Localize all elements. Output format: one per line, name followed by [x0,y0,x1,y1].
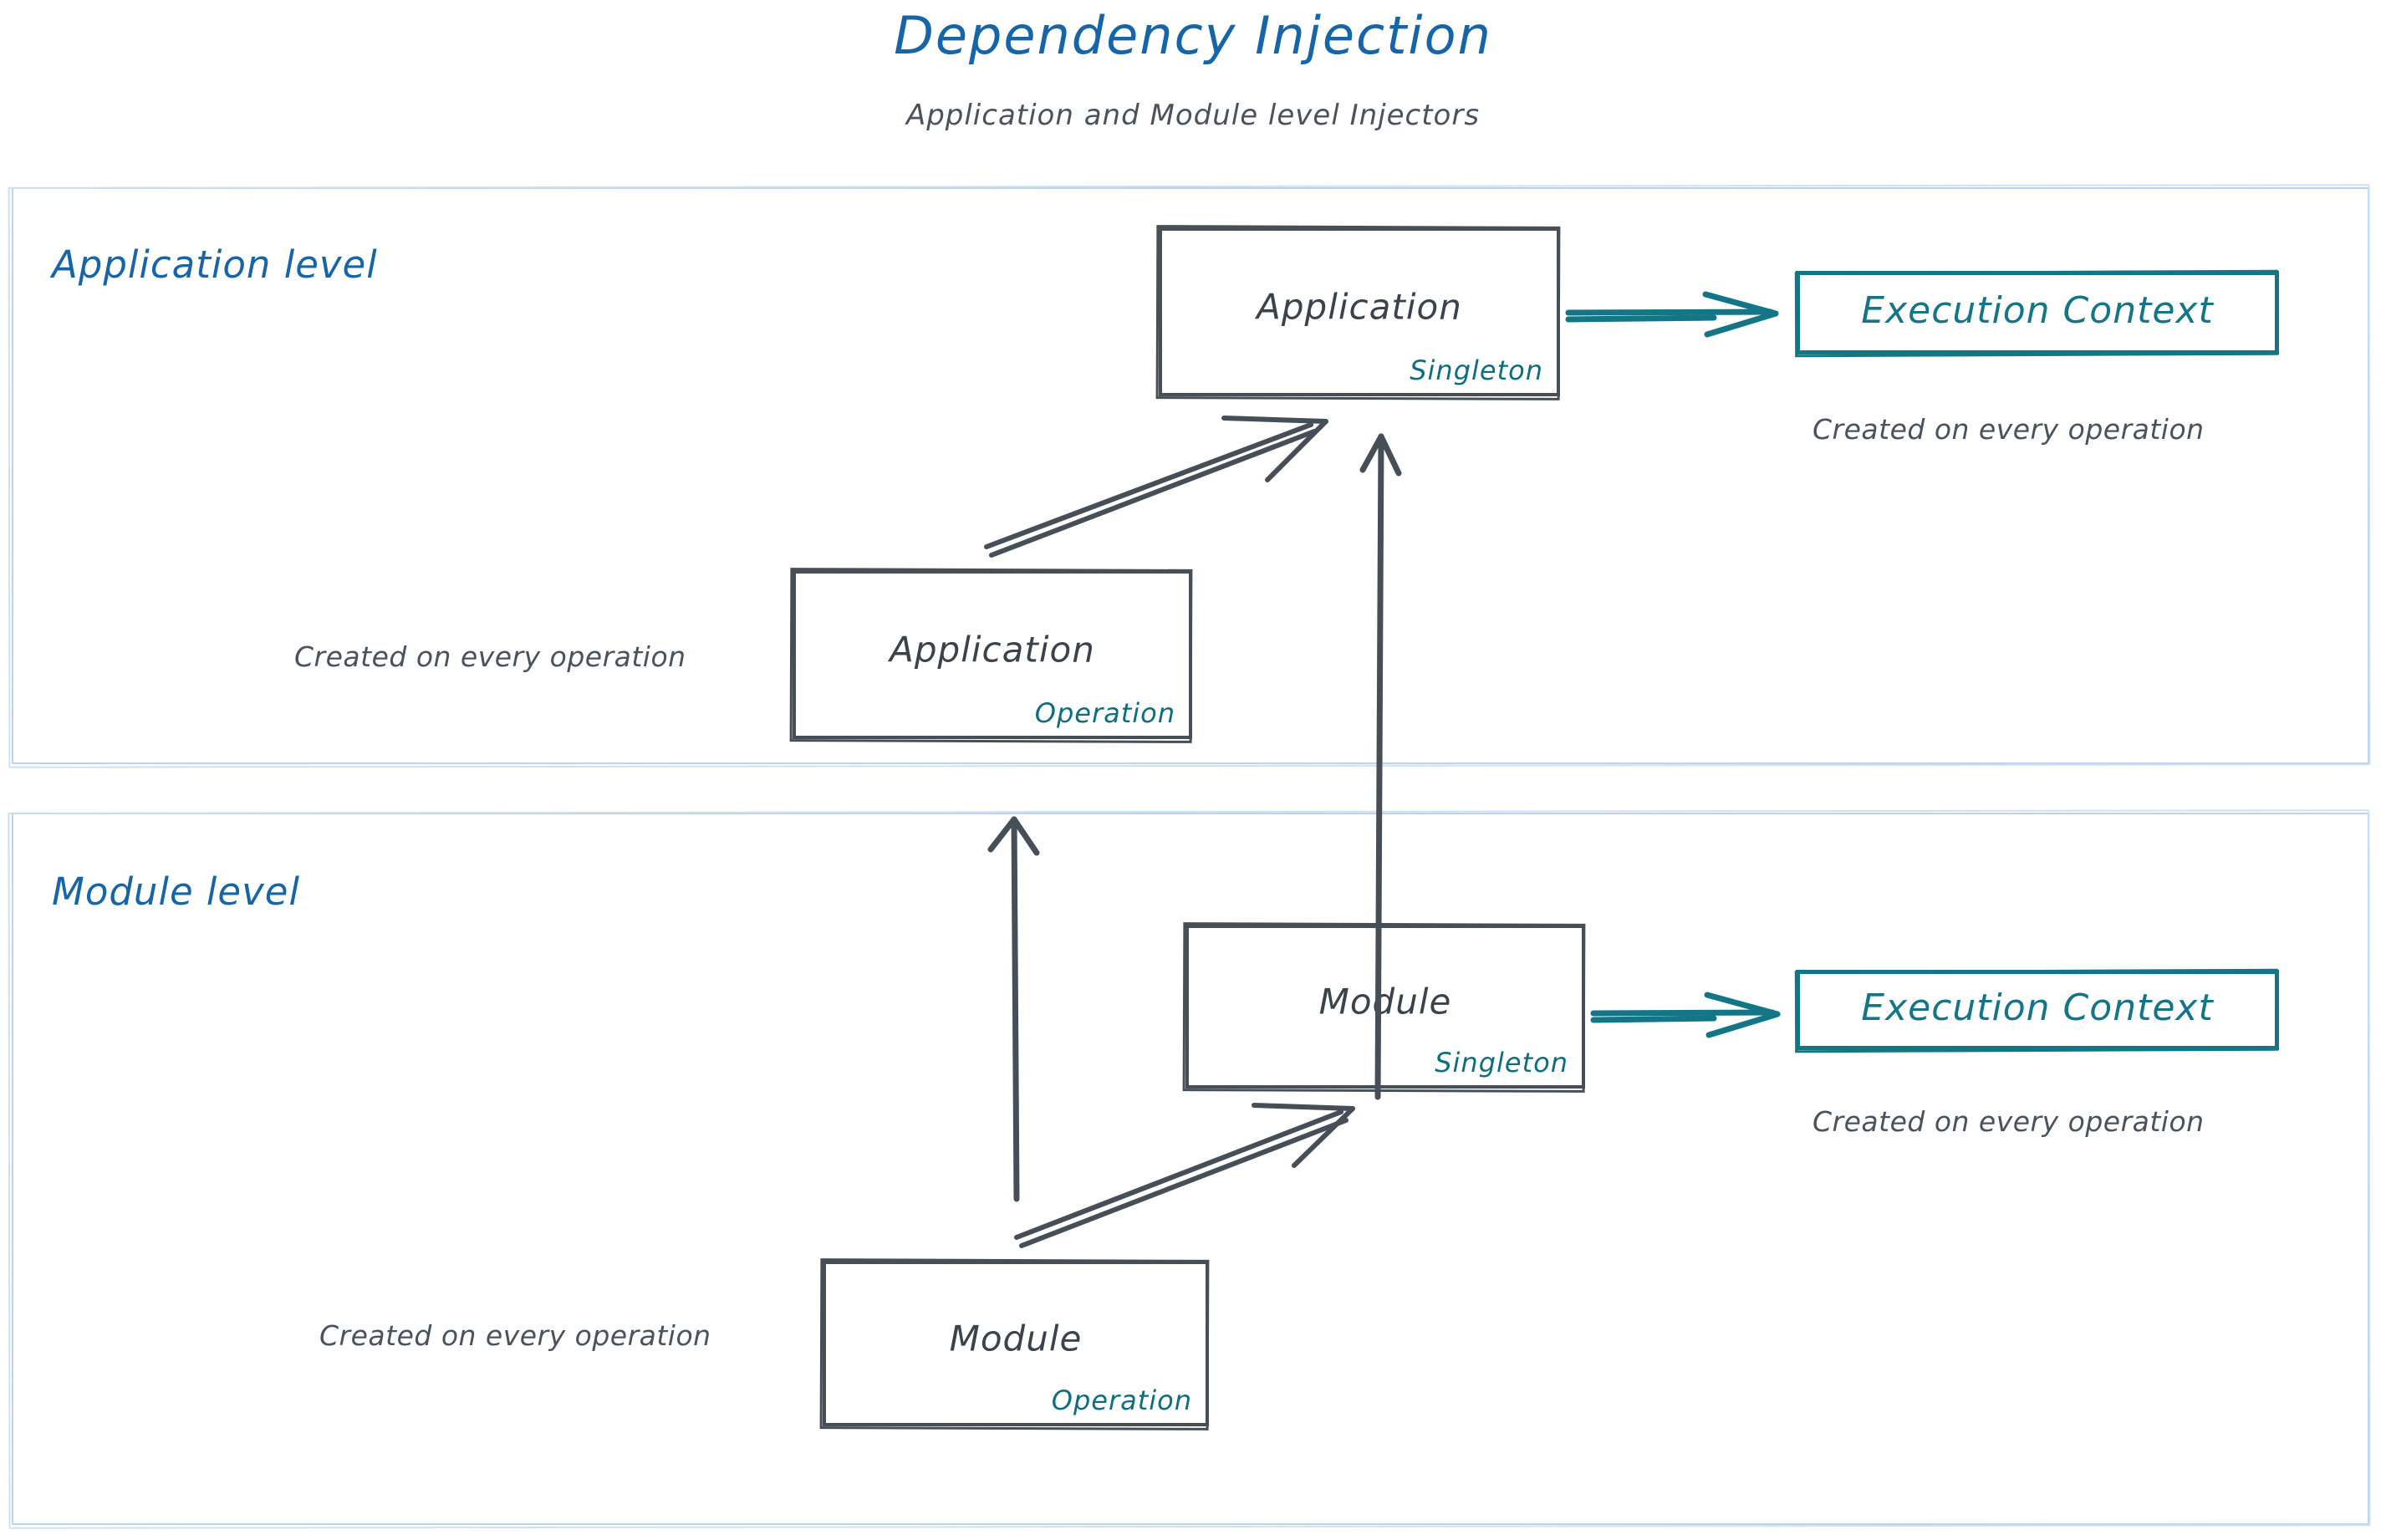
application-execution-context-caption: Created on every operation [1812,413,2205,446]
module-operation-caption: Created on every operation [319,1319,711,1352]
module-operation-scope: Operation [1051,1384,1192,1416]
application-operation-caption: Created on every operation [294,640,686,673]
application-singleton-title: Application [1257,286,1462,328]
module-level-panel [12,813,2369,1525]
page-subtitle: Application and Module level Injectors [905,99,1481,132]
application-execution-context-box[interactable]: Execution Context [1796,271,2279,354]
module-singleton-title: Module [1318,981,1452,1022]
application-singleton-scope: Singleton [1410,354,1543,386]
application-level-panel [12,187,2369,764]
application-operation-title: Application [890,629,1095,671]
module-singleton-scope: Singleton [1435,1047,1568,1079]
module-operation-title: Module [949,1318,1083,1359]
module-execution-context-box[interactable]: Execution Context [1796,970,2279,1050]
page-title: Dependency Injection [894,5,1492,66]
application-singleton-box[interactable]: Application Singleton [1159,227,1560,396]
module-execution-context-label: Execution Context [1861,986,2214,1029]
module-operation-box[interactable]: Module Operation [823,1261,1209,1426]
application-operation-box[interactable]: Application Operation [793,570,1192,739]
module-singleton-box[interactable]: Module Singleton [1185,925,1585,1089]
application-execution-context-label: Execution Context [1861,288,2214,332]
application-level-label: Application level [52,242,378,287]
module-level-label: Module level [52,869,300,914]
application-operation-scope: Operation [1034,697,1175,729]
module-execution-context-caption: Created on every operation [1812,1105,2205,1138]
